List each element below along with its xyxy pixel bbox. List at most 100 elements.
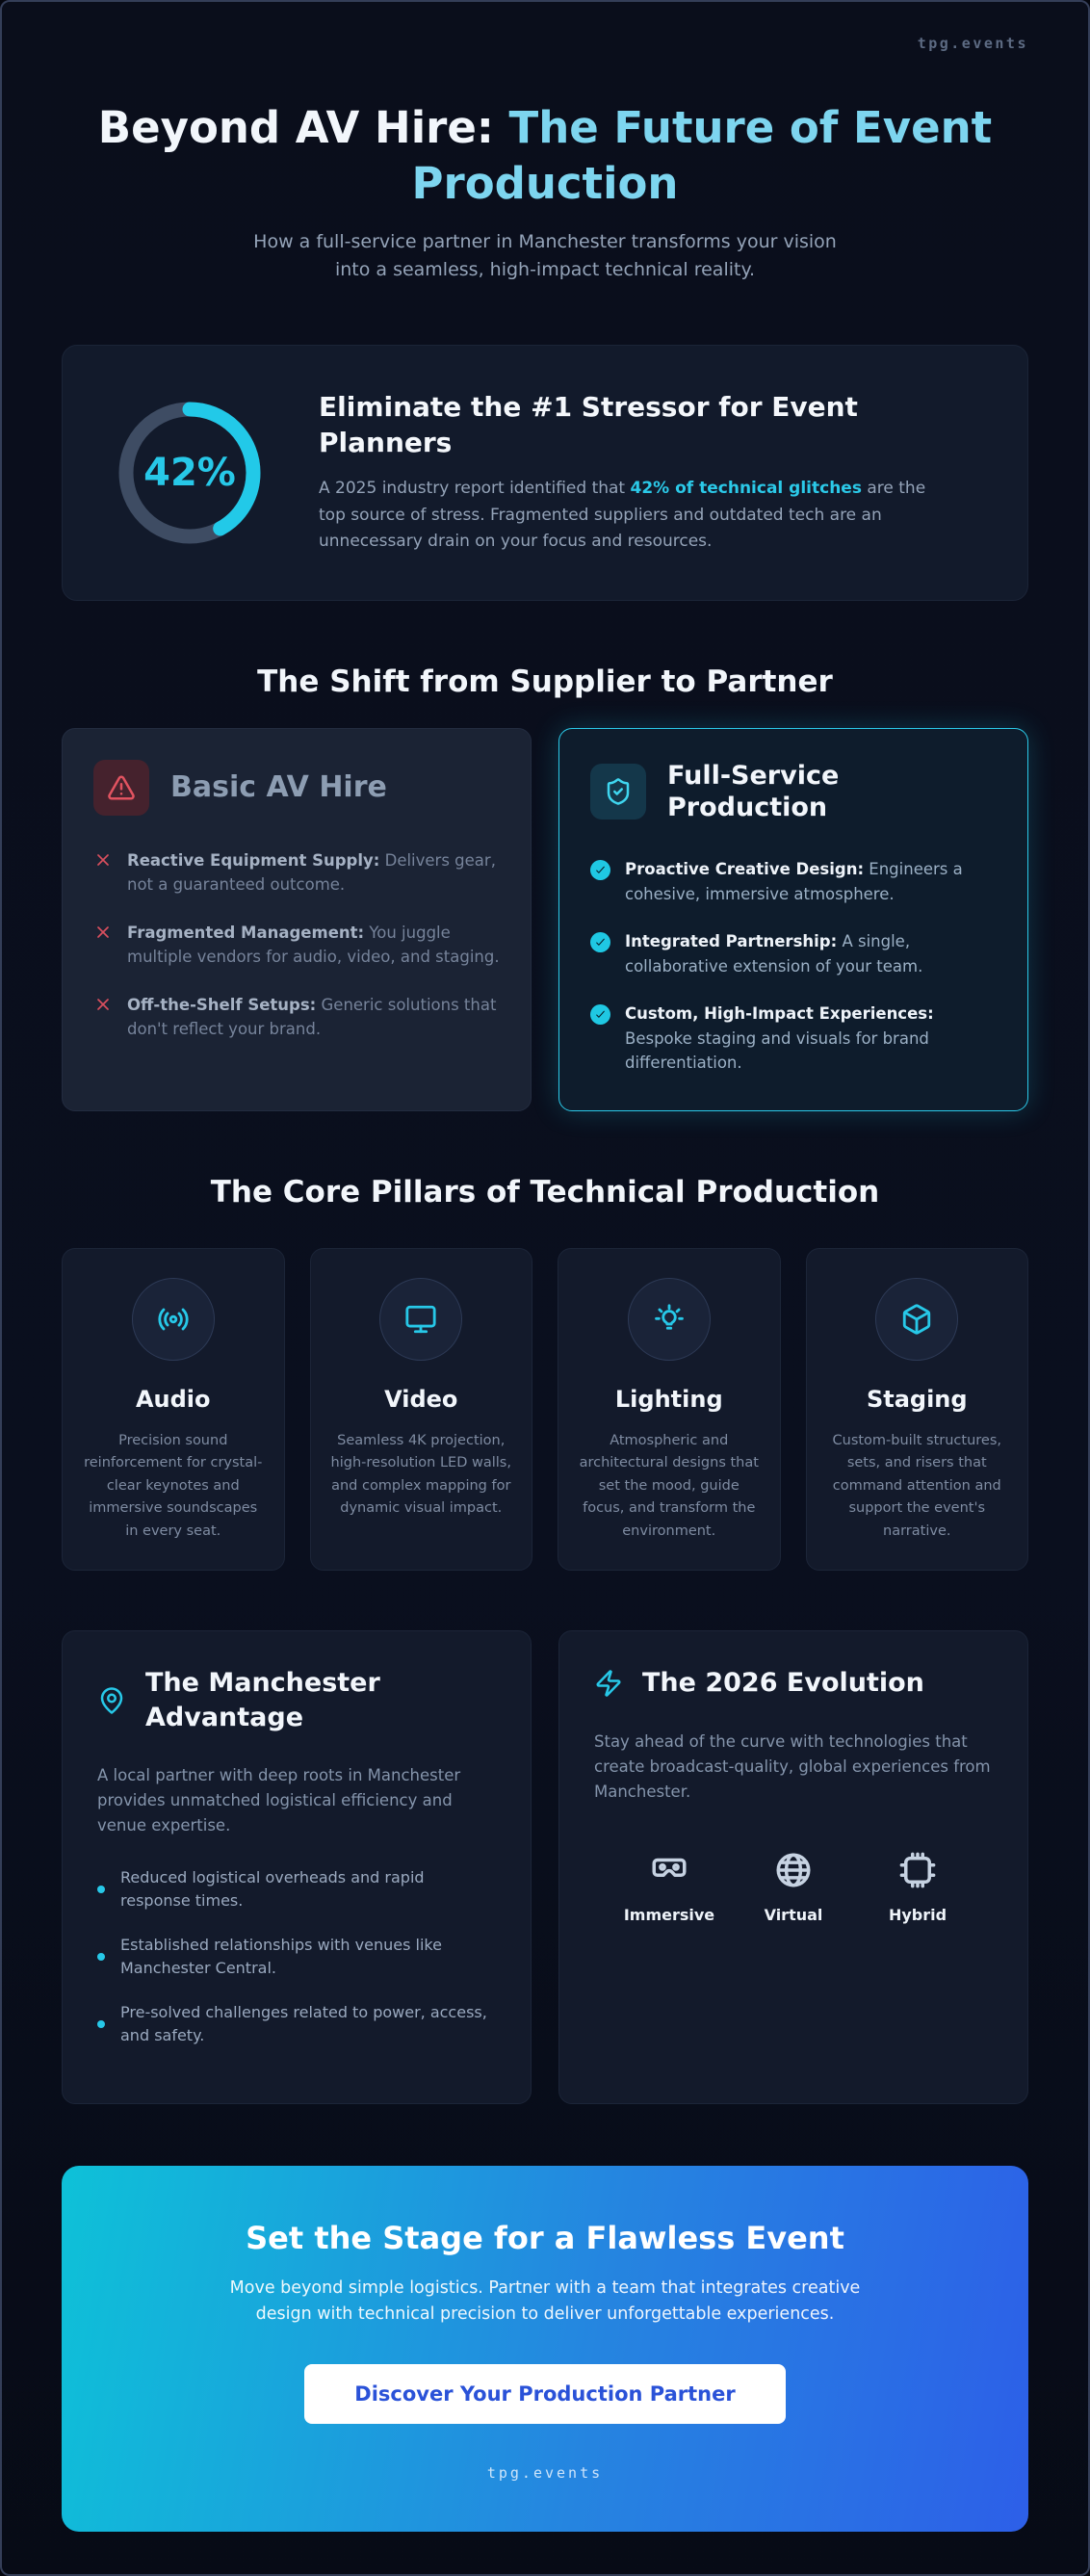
list-item: Off-the-Shelf Setups: Generic solutions …	[93, 993, 500, 1042]
vr-headset-icon	[652, 1858, 687, 1877]
shift-comparison-grid: Basic AV Hire Reactive Equipment Supply:…	[62, 727, 1028, 1111]
pillar-text: Precision sound reinforcement for crysta…	[84, 1433, 263, 1539]
audio-waves-icon	[131, 1278, 215, 1361]
basic-feature-list: Reactive Equipment Supply: Delivers gear…	[93, 848, 500, 1042]
pillar-title: Staging	[866, 1386, 968, 1413]
manchester-advantage-card: The Manchester Advantage A local partner…	[62, 1630, 532, 2104]
feature-hybrid: Hybrid	[860, 1850, 975, 1924]
check-circle-icon	[590, 1004, 610, 1026]
shield-check-icon	[590, 764, 646, 820]
evolution-title: The 2026 Evolution	[642, 1668, 924, 1699]
bullet-text: Reduced logistical overheads and rapid r…	[120, 1867, 425, 1910]
pillar-card-video: Video Seamless 4K projection, high-resol…	[309, 1248, 532, 1572]
stat-card: 42% Eliminate the #1 Stressor for Event …	[62, 345, 1028, 601]
item-text: Delivers gear, not a guaranteed outcome.	[127, 850, 496, 895]
list-item: Proactive Creative Design: Engineers a c…	[590, 857, 997, 906]
full-feature-list: Proactive Creative Design: Engineers a c…	[590, 857, 997, 1076]
stat-body-post: are the top source of stress. Fragmented…	[319, 478, 926, 552]
list-item: Custom, High-Impact Experiences: Bespoke…	[590, 1002, 997, 1076]
feature-label: Hybrid	[888, 1905, 947, 1924]
globe-icon	[776, 1853, 811, 1887]
x-mark-icon	[97, 925, 109, 938]
page-title: Beyond AV Hire: The Future of Event Prod…	[62, 100, 1028, 211]
evolution-card: The 2026 Evolution Stay ahead of the cur…	[558, 1630, 1028, 2104]
donut-chart: 42%	[111, 394, 269, 552]
item-label: Fragmented Management:	[127, 923, 365, 942]
pillar-card-lighting: Lighting Atmospheric and architectural d…	[558, 1248, 781, 1572]
item-label: Integrated Partnership:	[625, 932, 838, 951]
pillar-grid: Audio Precision sound reinforcement for …	[62, 1248, 1028, 1572]
check-circle-icon	[590, 932, 610, 953]
bullet-dot-icon	[97, 2019, 105, 2028]
advantage-bullet-list: Reduced logistical overheads and rapid r…	[97, 1866, 496, 2047]
full-card-title: Full-Service Production	[667, 760, 840, 823]
cta-brand-wordmark: tpg.events	[486, 2464, 604, 2483]
feature-virtual: Virtual	[736, 1850, 851, 1924]
list-item: Established relationships with venues li…	[97, 1934, 496, 1980]
item-label: Off-the-Shelf Setups:	[127, 995, 317, 1014]
bullet-dot-icon	[97, 1952, 105, 1961]
shift-section-heading: The Shift from Supplier to Partner	[257, 664, 833, 699]
pillar-card-audio: Audio Precision sound reinforcement for …	[62, 1248, 285, 1572]
pillar-title: Lighting	[614, 1386, 723, 1413]
pillar-text: Seamless 4K projection, high-resolution …	[330, 1433, 511, 1517]
item-label: Reactive Equipment Supply:	[127, 850, 380, 870]
cta-body: Move beyond simple logistics. Partner wi…	[229, 2277, 861, 2324]
evolution-header: The 2026 Evolution	[594, 1666, 993, 1700]
map-pin-icon	[100, 1686, 123, 1714]
list-item: Pre-solved challenges related to power, …	[97, 2001, 496, 2047]
stat-heading: Eliminate the #1 Stressor for Event Plan…	[319, 391, 858, 458]
cube-icon	[875, 1278, 959, 1361]
bullet-dot-icon	[97, 1885, 105, 1893]
bullet-text: Pre-solved challenges related to power, …	[120, 2002, 487, 2044]
stat-body-pre: A 2025 industry report identified that	[319, 478, 631, 498]
full-service-production-card: Full-Service Production Proactive Creati…	[558, 727, 1028, 1111]
feature-label: Virtual	[764, 1905, 823, 1924]
pillar-text: Atmospheric and architectural designs th…	[579, 1433, 759, 1539]
stat-body-highlight: 42% of technical glitches	[630, 478, 862, 498]
basic-av-hire-card: Basic AV Hire Reactive Equipment Supply:…	[62, 727, 532, 1111]
item-text: Engineers a cohesive, immersive atmosphe…	[625, 860, 963, 903]
alert-triangle-icon	[93, 759, 149, 816]
basic-card-header: Basic AV Hire	[93, 759, 500, 816]
donut-ring	[118, 402, 261, 544]
feature-immersive: Immersive	[611, 1850, 727, 1924]
pillar-card-staging: Staging Custom-built structures, sets, a…	[805, 1248, 1028, 1572]
pillar-title: Video	[384, 1386, 458, 1413]
evolution-intro: Stay ahead of the curve with technologie…	[594, 1731, 991, 1802]
item-text: Generic solutions that don't reflect you…	[127, 995, 497, 1039]
discover-production-partner-button[interactable]: Discover Your Production Partner	[304, 2364, 786, 2425]
check-circle-icon	[590, 860, 610, 881]
advantage-evolution-grid: The Manchester Advantage A local partner…	[62, 1630, 1028, 2104]
evolution-feature-row: Immersive Virtual Hybrid	[594, 1850, 993, 1924]
list-item: Reduced logistical overheads and rapid r…	[97, 1866, 496, 1912]
lightbulb-icon	[627, 1278, 711, 1361]
list-item: Fragmented Management: You juggle multip…	[93, 921, 500, 970]
stat-percent: 42%	[143, 450, 236, 495]
x-mark-icon	[97, 853, 109, 866]
list-item: Integrated Partnership: A single, collab…	[590, 929, 997, 978]
chip-icon	[899, 1852, 936, 1888]
item-label: Custom, High-Impact Experiences:	[625, 1004, 934, 1024]
basic-card-title: Basic AV Hire	[170, 770, 387, 805]
monitor-icon	[379, 1278, 463, 1361]
x-mark-icon	[97, 998, 109, 1010]
full-card-header: Full-Service Production	[590, 760, 997, 825]
advantage-header: The Manchester Advantage	[97, 1666, 496, 1733]
feature-label: Immersive	[623, 1905, 715, 1924]
item-text: Bespoke staging and visuals for brand di…	[625, 1028, 929, 1073]
cta-heading: Set the Stage for a Flawless Event	[246, 2219, 844, 2256]
page-title-plain: Beyond AV Hire:	[97, 102, 509, 153]
list-item: Reactive Equipment Supply: Delivers gear…	[93, 848, 500, 898]
pillar-title: Audio	[135, 1386, 211, 1413]
stat-text-block: Eliminate the #1 Stressor for Event Plan…	[319, 390, 935, 555]
stat-body: A 2025 industry report identified that 4…	[319, 476, 935, 556]
item-label: Proactive Creative Design:	[625, 860, 865, 879]
pillars-section-heading: The Core Pillars of Technical Production	[210, 1175, 880, 1210]
lightning-bolt-icon	[596, 1670, 621, 1697]
advantage-intro: A local partner with deep roots in Manch…	[97, 1765, 461, 1835]
page-title-accent: The Future of Event Production	[411, 102, 993, 209]
brand-wordmark: tpg.events	[917, 35, 1028, 52]
pillar-text: Custom-built structures, sets, and riser…	[832, 1433, 1002, 1539]
